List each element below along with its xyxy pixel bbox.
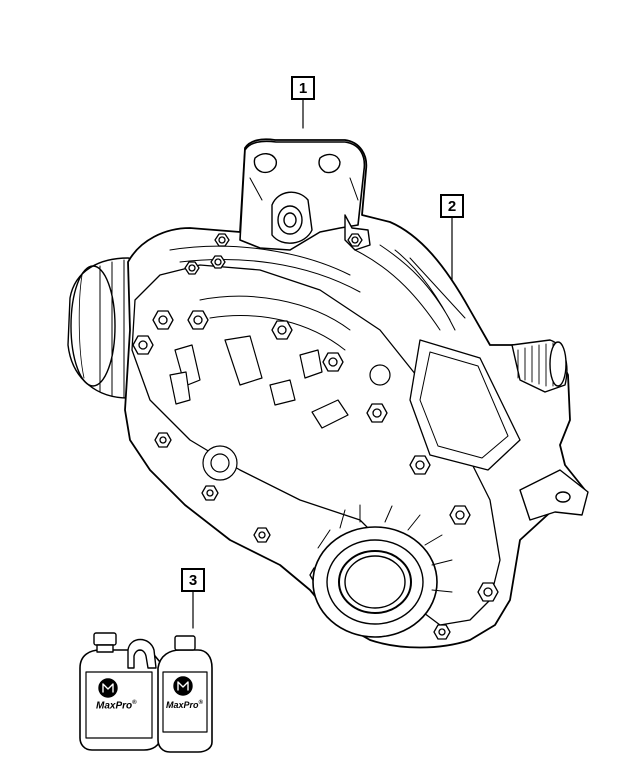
jug-brand-text: MaxPro (96, 700, 133, 712)
mounting-bracket (239, 140, 371, 251)
bottle-brand-label: MaxPro® (166, 700, 203, 710)
jug-brand-label: MaxPro® (96, 700, 137, 711)
mounting-foot (519, 469, 589, 521)
transfer-case (67, 138, 589, 649)
callout-2: 2 (440, 194, 464, 218)
callout-3: 3 (181, 568, 205, 592)
bottle-brand-text: MaxPro (166, 700, 199, 710)
jug-registered-mark: ® (132, 700, 137, 706)
front-output-seal (312, 504, 453, 638)
cover-bolts (132, 233, 499, 640)
callout-2-number: 2 (447, 197, 457, 215)
cover-bosses (169, 335, 391, 481)
bottle-registered-mark: ® (198, 700, 203, 706)
fluid-containers (79, 632, 213, 753)
case-ribs (169, 244, 466, 351)
output-shaft (511, 339, 568, 393)
small-bottle (157, 635, 213, 753)
id-label-plate (409, 339, 521, 471)
case-body-outline (124, 138, 586, 649)
callout-3-number: 3 (188, 571, 198, 589)
callout-1-number: 1 (298, 79, 308, 97)
callout-1: 1 (291, 76, 315, 100)
large-jug (79, 632, 161, 751)
